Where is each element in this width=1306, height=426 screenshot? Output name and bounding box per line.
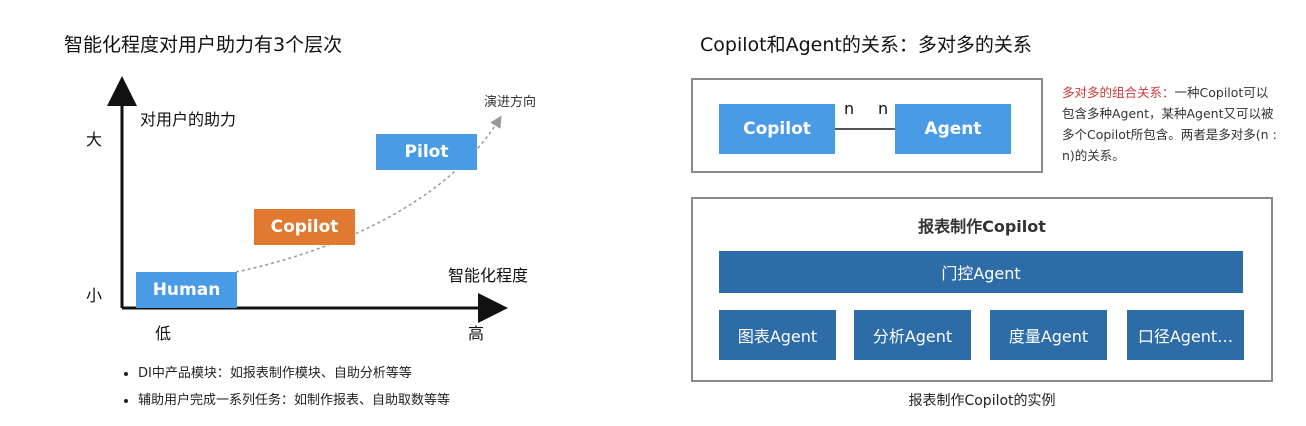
agent-box-metric: 度量Agent bbox=[990, 310, 1107, 360]
x-low-label: 低 bbox=[155, 324, 172, 343]
note-item: DI中产品模块：如报表制作模块、自助分析等等 bbox=[138, 362, 450, 381]
x-axis-label: 智能化程度 bbox=[448, 266, 529, 285]
level-copilot-box: Copilot bbox=[254, 209, 355, 245]
relation-description: 多对多的组合关系：一种Copilot可以包含多种Agent，某种Agent又可以… bbox=[1062, 82, 1277, 166]
notes-list: DI中产品模块：如报表制作模块、自助分析等等 辅助用户完成一系列任务：如制作报表… bbox=[122, 362, 450, 416]
example-caption: 报表制作Copilot的实例 bbox=[908, 393, 1056, 409]
agent-box-chart: 图表Agent bbox=[719, 310, 836, 360]
y-axis-label: 对用户的助力 bbox=[140, 110, 237, 129]
y-high-label: 大 bbox=[86, 130, 103, 149]
right-cardinality: n bbox=[878, 99, 889, 118]
y-low-label: 小 bbox=[86, 286, 103, 305]
trend-label: 演进方向 bbox=[484, 95, 537, 110]
left-title: 智能化程度对用户助力有3个层次 bbox=[64, 34, 343, 56]
example-title: 报表制作Copilot bbox=[918, 217, 1046, 236]
relation-agent-node: Agent bbox=[895, 104, 1011, 154]
x-high-label: 高 bbox=[468, 324, 485, 343]
relation-copilot-node: Copilot bbox=[719, 104, 835, 154]
relation-link bbox=[835, 128, 895, 130]
description-text: 一种Copilot可以包含多种Agent，某种Agent又可以被多个Copilo… bbox=[1062, 85, 1277, 163]
agent-box-definition: 口径Agent… bbox=[1127, 310, 1244, 360]
agent-box-analysis: 分析Agent bbox=[854, 310, 971, 360]
axes-chart bbox=[107, 76, 508, 323]
example-frame bbox=[691, 197, 1273, 382]
level-human-box: Human bbox=[136, 272, 237, 308]
level-pilot-box: Pilot bbox=[376, 134, 477, 170]
description-highlight: 多对多的组合关系： bbox=[1062, 85, 1175, 100]
relation-frame bbox=[691, 78, 1043, 173]
left-cardinality: n bbox=[844, 99, 855, 118]
gate-agent-box: 门控Agent bbox=[719, 251, 1243, 293]
trend-curve bbox=[235, 115, 502, 273]
right-title: Copilot和Agent的关系：多对多的关系 bbox=[700, 34, 1032, 56]
note-item: 辅助用户完成一系列任务：如制作报表、自助取数等等 bbox=[138, 389, 450, 408]
